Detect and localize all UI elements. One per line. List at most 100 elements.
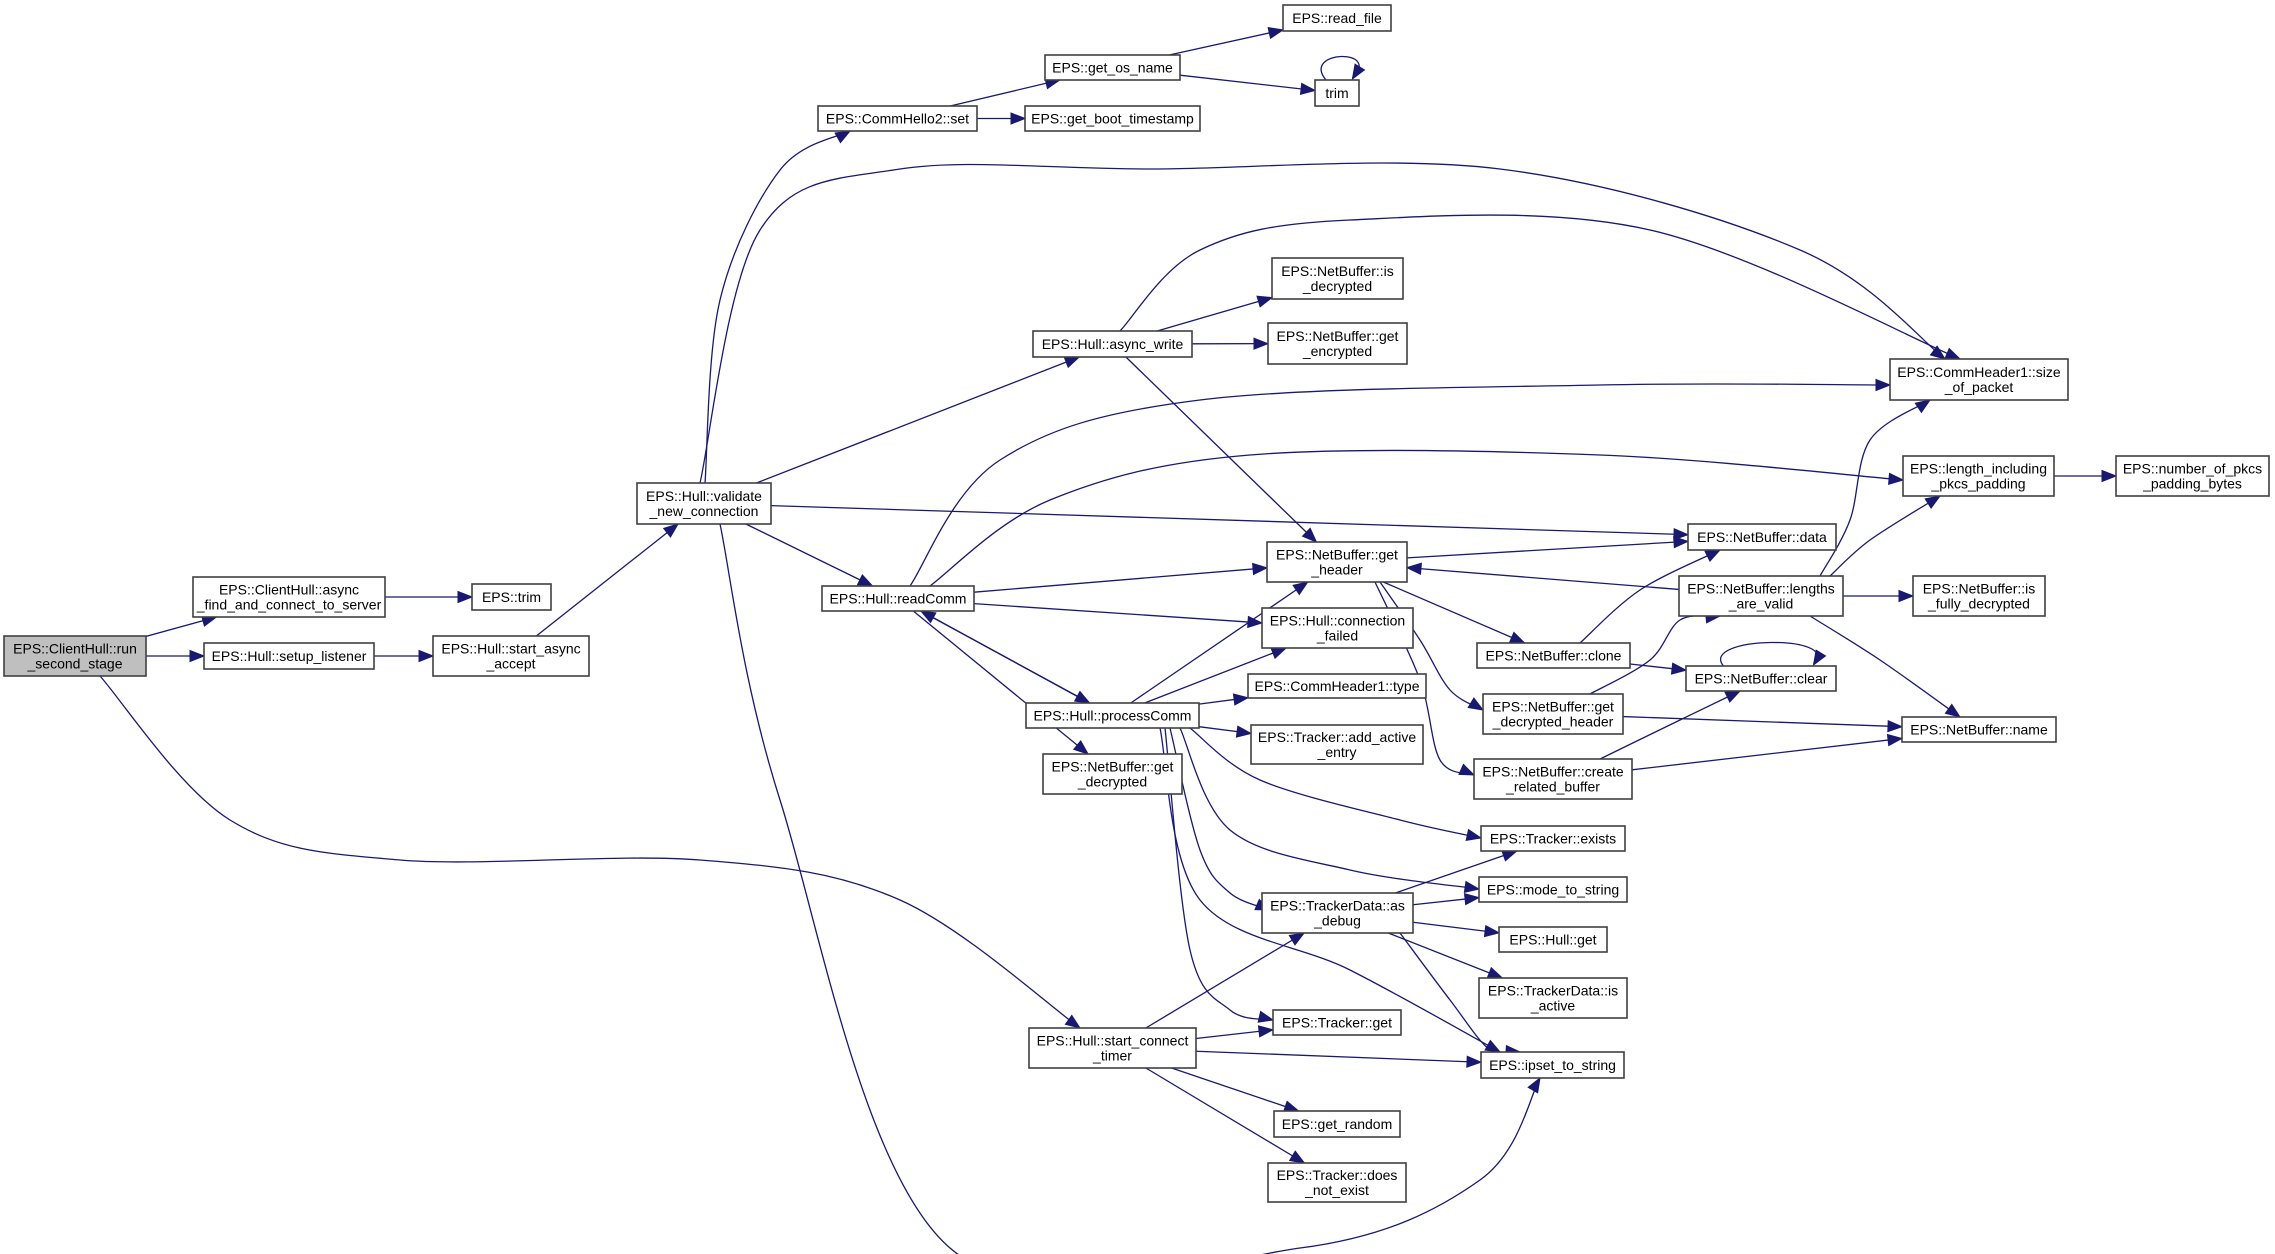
node-label: EPS::NetBuffer::data	[1697, 529, 1827, 545]
node-label: _header	[1310, 562, 1363, 578]
node-box	[203, 642, 375, 670]
call-edge	[1599, 690, 1741, 760]
edge-async_write-to-get_encrypted	[1191, 337, 1270, 350]
node-box	[1480, 825, 1626, 852]
edge-lengths_are_valid-to-get_header	[1405, 562, 1680, 591]
edge-arrowhead-icon	[418, 649, 435, 663]
edge-arrowhead-icon	[1887, 719, 1904, 733]
node-label: _decrypted	[1302, 278, 1372, 294]
edge-arrowhead-icon	[1064, 1014, 1082, 1029]
edge-arrowhead-icon	[189, 649, 206, 663]
node-does-not-exist[interactable]: EPS::Tracker::does_not_exist	[1267, 1162, 1407, 1203]
node-get-boot-timestamp[interactable]: EPS::get_boot_timestamp	[1024, 105, 1201, 132]
node-label: EPS::mode_to_string	[1487, 882, 1619, 898]
edge-arrowhead-icon	[1288, 932, 1306, 946]
edge-arrowhead-icon	[1232, 693, 1250, 706]
node-label: _failed	[1316, 628, 1358, 644]
node-clone[interactable]: EPS::NetBuffer::clone	[1476, 642, 1631, 669]
node-trim[interactable]: trim	[1314, 79, 1360, 107]
edge-start_connect_timer-to-does_not_exist	[1145, 1067, 1306, 1164]
call-edge	[1406, 566, 1680, 591]
node-mode-to-string[interactable]: EPS::mode_to_string	[1478, 876, 1628, 903]
node-is-active[interactable]: EPS::TrackerData::is_active	[1478, 977, 1628, 1019]
call-edge	[920, 610, 1090, 704]
node-setup-listener[interactable]: EPS::Hull::setup_listener	[203, 642, 375, 670]
node-commhello2-set[interactable]: EPS::CommHello2::set	[817, 105, 978, 132]
call-edge	[1395, 850, 1518, 894]
node-name[interactable]: EPS::NetBuffer::name	[1901, 716, 2057, 743]
node-label: _decrypted	[1077, 774, 1147, 790]
node-get-header[interactable]: EPS::NetBuffer::get_header	[1266, 541, 1408, 583]
node-async-find[interactable]: EPS::ClientHull::async_find_and_connect_…	[192, 576, 386, 618]
node-commheader1-type[interactable]: EPS::CommHeader1::type	[1247, 673, 1427, 699]
edge-arrowhead-icon	[919, 610, 937, 624]
node-label: _padding_bytes	[2142, 476, 2242, 492]
node-box	[1261, 607, 1414, 649]
edge-arrowhead-icon	[1010, 112, 1027, 125]
edge-process_comm-to-tracker_exists	[1189, 727, 1483, 841]
node-label: EPS::CommHeader1::size	[1897, 364, 2061, 380]
call-edge	[1145, 1067, 1305, 1164]
node-as-debug[interactable]: EPS::TrackerData::as_debug	[1261, 892, 1414, 934]
node-box	[1272, 1009, 1402, 1036]
edge-start_connect_timer-to-ipset_to_string	[1195, 1050, 1483, 1068]
node-add-active-entry[interactable]: EPS::Tracker::add_active_entry	[1250, 724, 1424, 765]
edge-arrowhead-icon	[1252, 562, 1269, 576]
node-read-comm[interactable]: EPS::Hull::readComm	[821, 585, 975, 612]
edge-read_comm-to-get_header	[973, 562, 1269, 593]
node-connection-failed[interactable]: EPS::Hull::connection_failed	[1261, 607, 1414, 649]
node-label: _second_stage	[27, 656, 123, 672]
node-size-of-packet[interactable]: EPS::CommHeader1::size_of_packet	[1889, 358, 2069, 401]
node-box	[1273, 1110, 1401, 1138]
node-label: _are_valid	[1728, 596, 1794, 612]
node-validate-new-connection[interactable]: EPS::Hull::validate_new_connection	[636, 482, 772, 525]
call-edge	[745, 523, 873, 587]
edge-arrowhead-icon	[1944, 703, 1962, 718]
node-process-comm[interactable]: EPS::Hull::processComm	[1025, 702, 1200, 729]
node-tracker-exists[interactable]: EPS::Tracker::exists	[1480, 825, 1626, 852]
node-get-os-name[interactable]: EPS::get_os_name	[1044, 54, 1181, 81]
node-label: EPS::Hull::validate	[646, 488, 762, 504]
node-get-decrypted[interactable]: EPS::NetBuffer::get_decrypted	[1042, 753, 1183, 795]
node-get-random[interactable]: EPS::get_random	[1273, 1110, 1401, 1138]
node-label: EPS::NetBuffer::clear	[1695, 671, 1828, 687]
node-lengths-are-valid[interactable]: EPS::NetBuffer::lengths_are_valid	[1678, 575, 1844, 617]
call-edge	[1189, 727, 1482, 839]
node-read-file[interactable]: EPS::read_file	[1282, 4, 1392, 32]
edge-arrowhead-icon	[1484, 1039, 1502, 1053]
node-is-decrypted[interactable]: EPS::NetBuffer::is_decrypted	[1271, 257, 1404, 300]
node-box	[1912, 575, 2046, 617]
node-box	[1282, 4, 1392, 32]
node-ipset-to-string[interactable]: EPS::ipset_to_string	[1480, 1051, 1625, 1079]
node-hull-get[interactable]: EPS::Hull::get	[1498, 926, 1608, 953]
node-label: _new_connection	[649, 503, 759, 519]
node-label: _fully_decrypted	[1927, 596, 2030, 612]
node-tracker-get[interactable]: EPS::Tracker::get	[1272, 1009, 1402, 1036]
edge-length_including-to-number_of_pkcs	[2054, 469, 2118, 483]
node-start-async-accept[interactable]: EPS::Hull::start_async_accept	[432, 635, 590, 677]
node-box	[1267, 1162, 1407, 1203]
call-edge	[1130, 581, 1309, 704]
node-length-including[interactable]: EPS::length_including_pkcs_padding	[1902, 455, 2055, 497]
edge-arrowhead-icon	[1875, 378, 1892, 392]
call-edge	[973, 602, 1263, 624]
call-edge	[1179, 727, 1480, 890]
edge-process_comm-to-add_active_entry	[1198, 725, 1253, 738]
node-data[interactable]: EPS::NetBuffer::data	[1687, 523, 1837, 551]
node-is-fully-decrypted[interactable]: EPS::NetBuffer::is_fully_decrypted	[1912, 575, 2046, 617]
edge-arrowhead-icon	[1929, 345, 1947, 360]
node-async-write[interactable]: EPS::Hull::async_write	[1032, 330, 1193, 358]
node-get-decrypted-header[interactable]: EPS::NetBuffer::get_decrypted_header	[1482, 693, 1624, 735]
edge-start_connect_timer-to-as_debug	[1145, 932, 1306, 1029]
node-eps-trim[interactable]: EPS::trim	[471, 583, 552, 611]
node-start-connect-timer[interactable]: EPS::Hull::start_connect_timer	[1028, 1027, 1197, 1069]
node-create-related-buffer[interactable]: EPS::NetBuffer::create_related_buffer	[1473, 758, 1633, 800]
node-label: _of_packet	[1944, 379, 2014, 395]
node-number-of-pkcs[interactable]: EPS::number_of_pkcs_padding_bytes	[2115, 455, 2270, 497]
node-run-second-stage[interactable]: EPS::ClientHull::run_second_stage	[3, 635, 147, 677]
call-edge	[704, 130, 851, 484]
node-clear[interactable]: EPS::NetBuffer::clear	[1685, 665, 1837, 692]
node-get-encrypted[interactable]: EPS::NetBuffer::get_encrypted	[1267, 322, 1408, 365]
node-label: trim	[1325, 85, 1348, 101]
